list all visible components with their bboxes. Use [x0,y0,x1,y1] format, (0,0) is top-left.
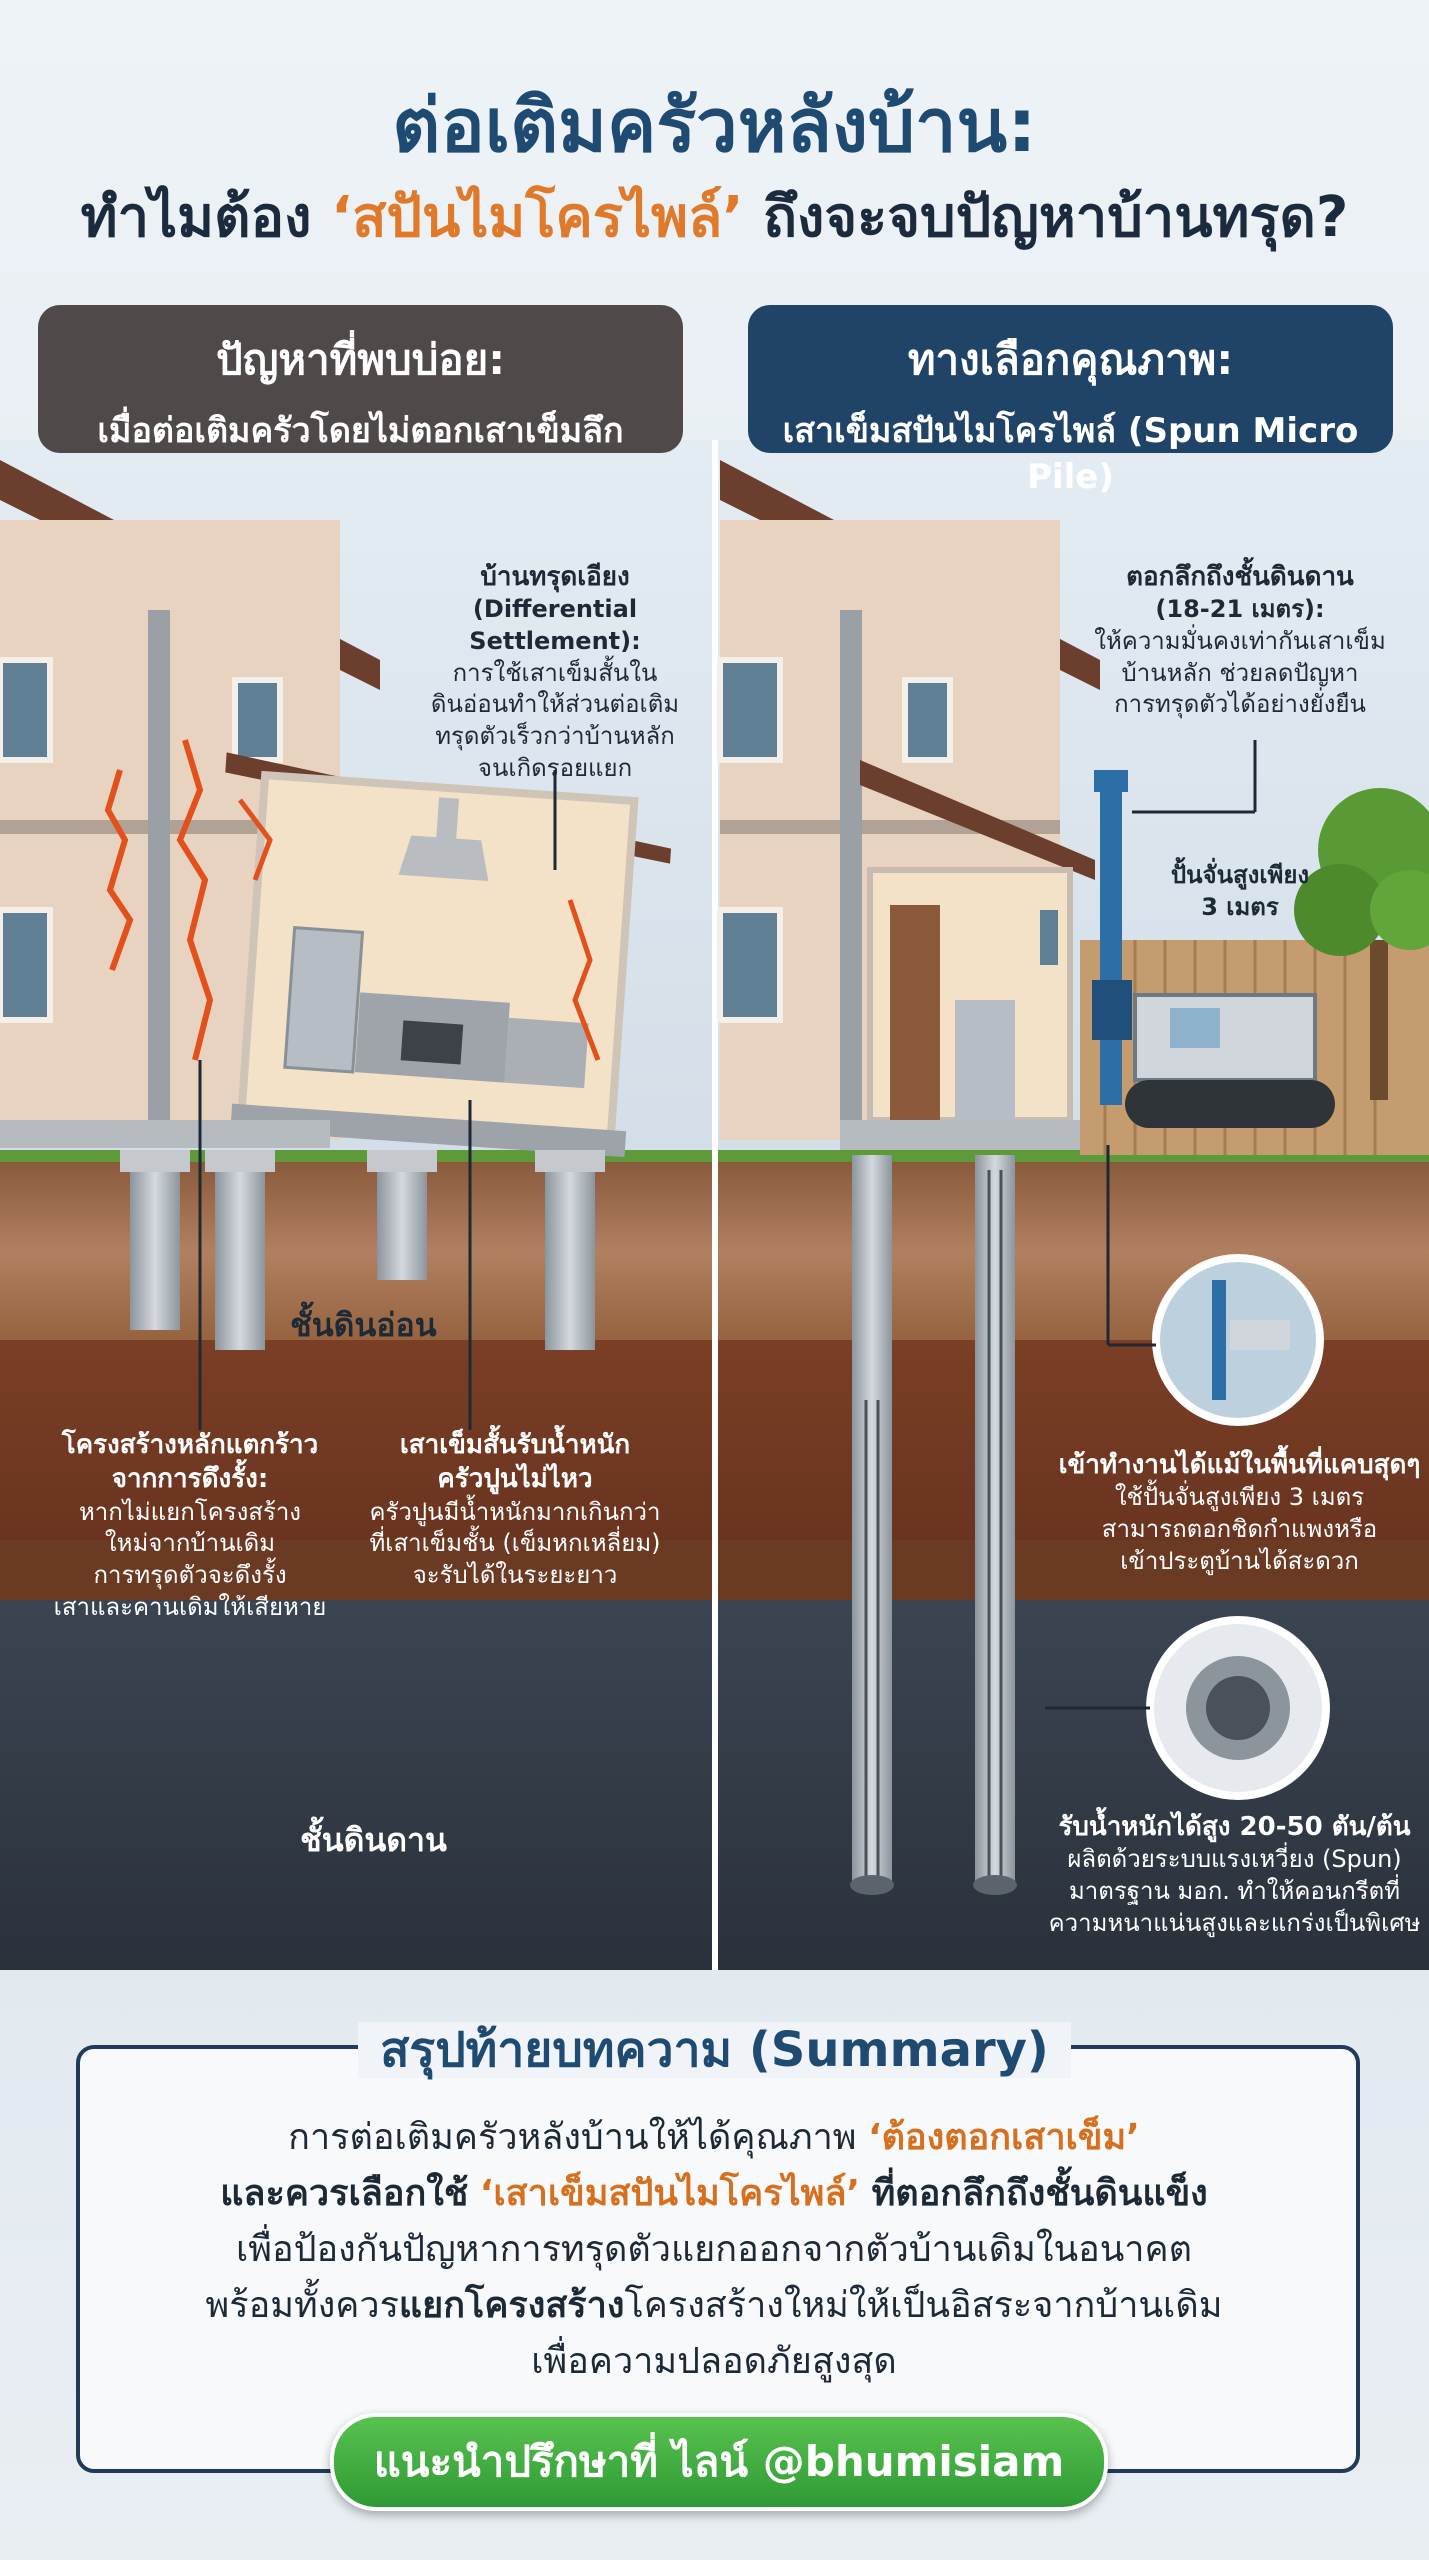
summary-line-2-prefix: และควรเลือกใช้ [220,2173,469,2214]
settlement-line-3: ทรุดตัวเร็วกว่าบ้านหลัก [435,722,675,750]
crack-line-1: หากไม่แยกโครงสร้าง [78,1497,302,1526]
problem-heading: ปัญหาที่พบบ่อย: [215,335,506,384]
access-line-3: เข้าประตูบ้านได้สะดวก [1120,1546,1359,1575]
settlement-title: บ้านทรุดเอียง [480,562,630,592]
hard-soil-label: ชั้นดินดาน [300,1821,447,1859]
summary-line-2-suffix: ที่ตอกลึกถึงชั้นดินแข็ง [871,2173,1208,2214]
short-pile-line-3: จะรับได้ในระยะยาว [412,1560,618,1589]
settlement-line-2: ดินอ่อนทำให้ส่วนต่อเติม [430,690,680,719]
load-callout: รับน้ำหนักได้สูง 20-50 ตัน/ต้น ผลิตด้วยร… [1040,1810,1429,1939]
summary-title: สรุปท้ายบทความ (Summary) [0,2012,1429,2088]
crane-height-callout: ปั้นจั่นสูงเพียง 3 เมตร [1130,860,1350,923]
summary-line-4-suffix: โครงสร้างใหม่ให้เป็นอิสระจากบ้านเดิม [624,2285,1223,2326]
summary-line-1: การต่อเติมครัวหลังบ้านให้ได้คุณภาพ ‘ต้อง… [76,2108,1352,2165]
crack-title-1: โครงสร้างหลักแตกร้าว [61,1430,319,1460]
soft-soil-label: ชั้นดินอ่อน [290,1306,437,1344]
summary-line-3: เพื่อป้องกันปัญหาการทรุดตัวแยกออกจากตัวบ… [236,2229,1192,2270]
summary-line-2-accent: ‘เสาเข็มสปันไมโครไพล์’ [479,2173,861,2214]
summary-line-1-accent: ‘ต้องตอกเสาเข็ม’ [867,2117,1140,2158]
scene-illustration [0,440,1429,1970]
summary-title-text: สรุปท้ายบทความ (Summary) [358,2022,1071,2078]
subtitle-suffix: ถึงจะจบปัญหาบ้านทรุด? [763,185,1349,250]
load-line-3: ความหนาแน่นสูงและแกร่งเป็นพิเศษ [1048,1908,1421,1937]
summary-line-5: เพื่อความปลอดภัยสูงสุด [531,2341,897,2382]
crack-callout: โครงสร้างหลักแตกร้าว จากการดึงรั้ง: หากไ… [10,1428,370,1623]
load-title: รับน้ำหนักได้สูง 20-50 ตัน/ต้น [1058,1812,1411,1842]
crane-height-line-1: ปั้นจั่นสูงเพียง [1170,861,1310,889]
short-pile-title-1: เสาเข็มสั้นรับน้ำหนัก [399,1430,631,1460]
settlement-line-1: การใช้เสาเข็มสั้นใน [452,658,658,687]
summary-line-1-prefix: การต่อเติมครัวหลังบ้านให้ได้คุณภาพ [288,2117,857,2158]
depth-line-3: การทรุดตัวได้อย่างยั่งยืน [1114,690,1366,719]
solution-heading: ทางเลือกคุณภาพ: [907,335,1234,384]
access-line-2: สามารถตอกชิดกำแพงหรือ [1101,1514,1378,1543]
crack-line-4: เสาและคานเดิมให้เสียหาย [53,1592,327,1621]
settlement-callout: บ้านทรุดเอียง (Differential Settlement):… [395,560,715,784]
crack-line-3: การทรุดตัวจะดึงรั้ง [93,1560,287,1589]
solution-subheading: เสาเข็มสปันไมโครไพล์ (Spun Micro Pile) [782,411,1359,497]
summary-line-4: พร้อมทั้งควรแยกโครงสร้างโครงสร้างใหม่ให้… [76,2276,1352,2333]
access-callout: เข้าทำงานได้แม้ในพื้นที่แคบสุดๆ ใช้ปั้นจ… [1050,1448,1429,1577]
depth-subtitle: (18-21 เมตร): [1155,595,1325,624]
settlement-subtitle: (Differential Settlement): [469,595,641,655]
solution-panel-header: ทางเลือกคุณภาพ: เสาเข็มสปันไมโครไพล์ (Sp… [748,305,1393,497]
short-pile-line-1: ครัวปูนมีน้ำหนักมากเกินกว่า [369,1497,661,1526]
depth-callout: ตอกลึกถึงชั้นดินดาน (18-21 เมตร): ให้ควา… [1060,560,1420,721]
short-pile-line-2: ที่เสาเข็มชั้น (เข็มหกเหลี่ยม) [369,1529,661,1558]
summary-line-4-prefix: พร้อมทั้งควร [205,2285,399,2326]
left-house [0,460,672,1350]
depth-line-1: ให้ความมั่นคงเท่ากันเสาเข็ม [1094,626,1386,655]
summary-line-2: และควรเลือกใช้ ‘เสาเข็มสปันไมโครไพล์’ ที… [76,2164,1352,2221]
settlement-line-4: จนเกิดรอยแยก [477,753,633,782]
problem-panel-header: ปัญหาที่พบบ่อย: เมื่อต่อเติมครัวโดยไม่ตอ… [38,305,683,453]
right-house [717,460,1429,1895]
crane-height-line-2: 3 เมตร [1201,892,1279,921]
short-pile-callout: เสาเข็มสั้นรับน้ำหนัก ครัวปูนไม่ไหว ครัว… [330,1428,700,1592]
problem-subheading: เมื่อต่อเติมครัวโดยไม่ตอกเสาเข็มลึก [97,411,624,451]
subtitle-prefix: ทำไมต้อง [80,185,312,250]
depth-title: ตอกลึกถึงชั้นดินดาน [1126,562,1354,592]
page-title: ต่อเติมครัวหลังบ้าน: [392,83,1037,169]
crack-line-2: ใหม่จากบ้านเดิม [104,1529,276,1558]
short-pile-title-2: ครัวปูนไม่ไหว [437,1464,593,1495]
access-title: เข้าทำงานได้แม้ในพื้นที่แคบสุดๆ [1058,1450,1421,1480]
page-subtitle: ทำไมต้อง ‘สปันไมโครไพล์’ ถึงจะจบปัญหาบ้า… [0,172,1429,261]
access-line-1: ใช้ปั้นจั่นสูงเพียง 3 เมตร [1114,1483,1365,1512]
line-consult-button[interactable]: แนะนำปรึกษาที่ ไลน์ @bhumisiam [330,2413,1108,2511]
summary-line-4-bold: แยกโครงสร้าง [398,2285,625,2326]
load-line-2: มาตรฐาน มอก. ทำให้คอนกรีตที่ [1068,1876,1401,1905]
summary-box [76,2045,1360,2473]
depth-line-2: บ้านหลัก ช่วยลดปัญหา [1121,658,1359,687]
load-line-1: ผลิตด้วยระบบแรงเหวี่ยง (Spun) [1067,1845,1402,1874]
crack-title-2: จากการดึงรั้ง: [111,1464,269,1495]
subtitle-accent: ‘สปันไมโครไพล์’ [330,185,744,250]
